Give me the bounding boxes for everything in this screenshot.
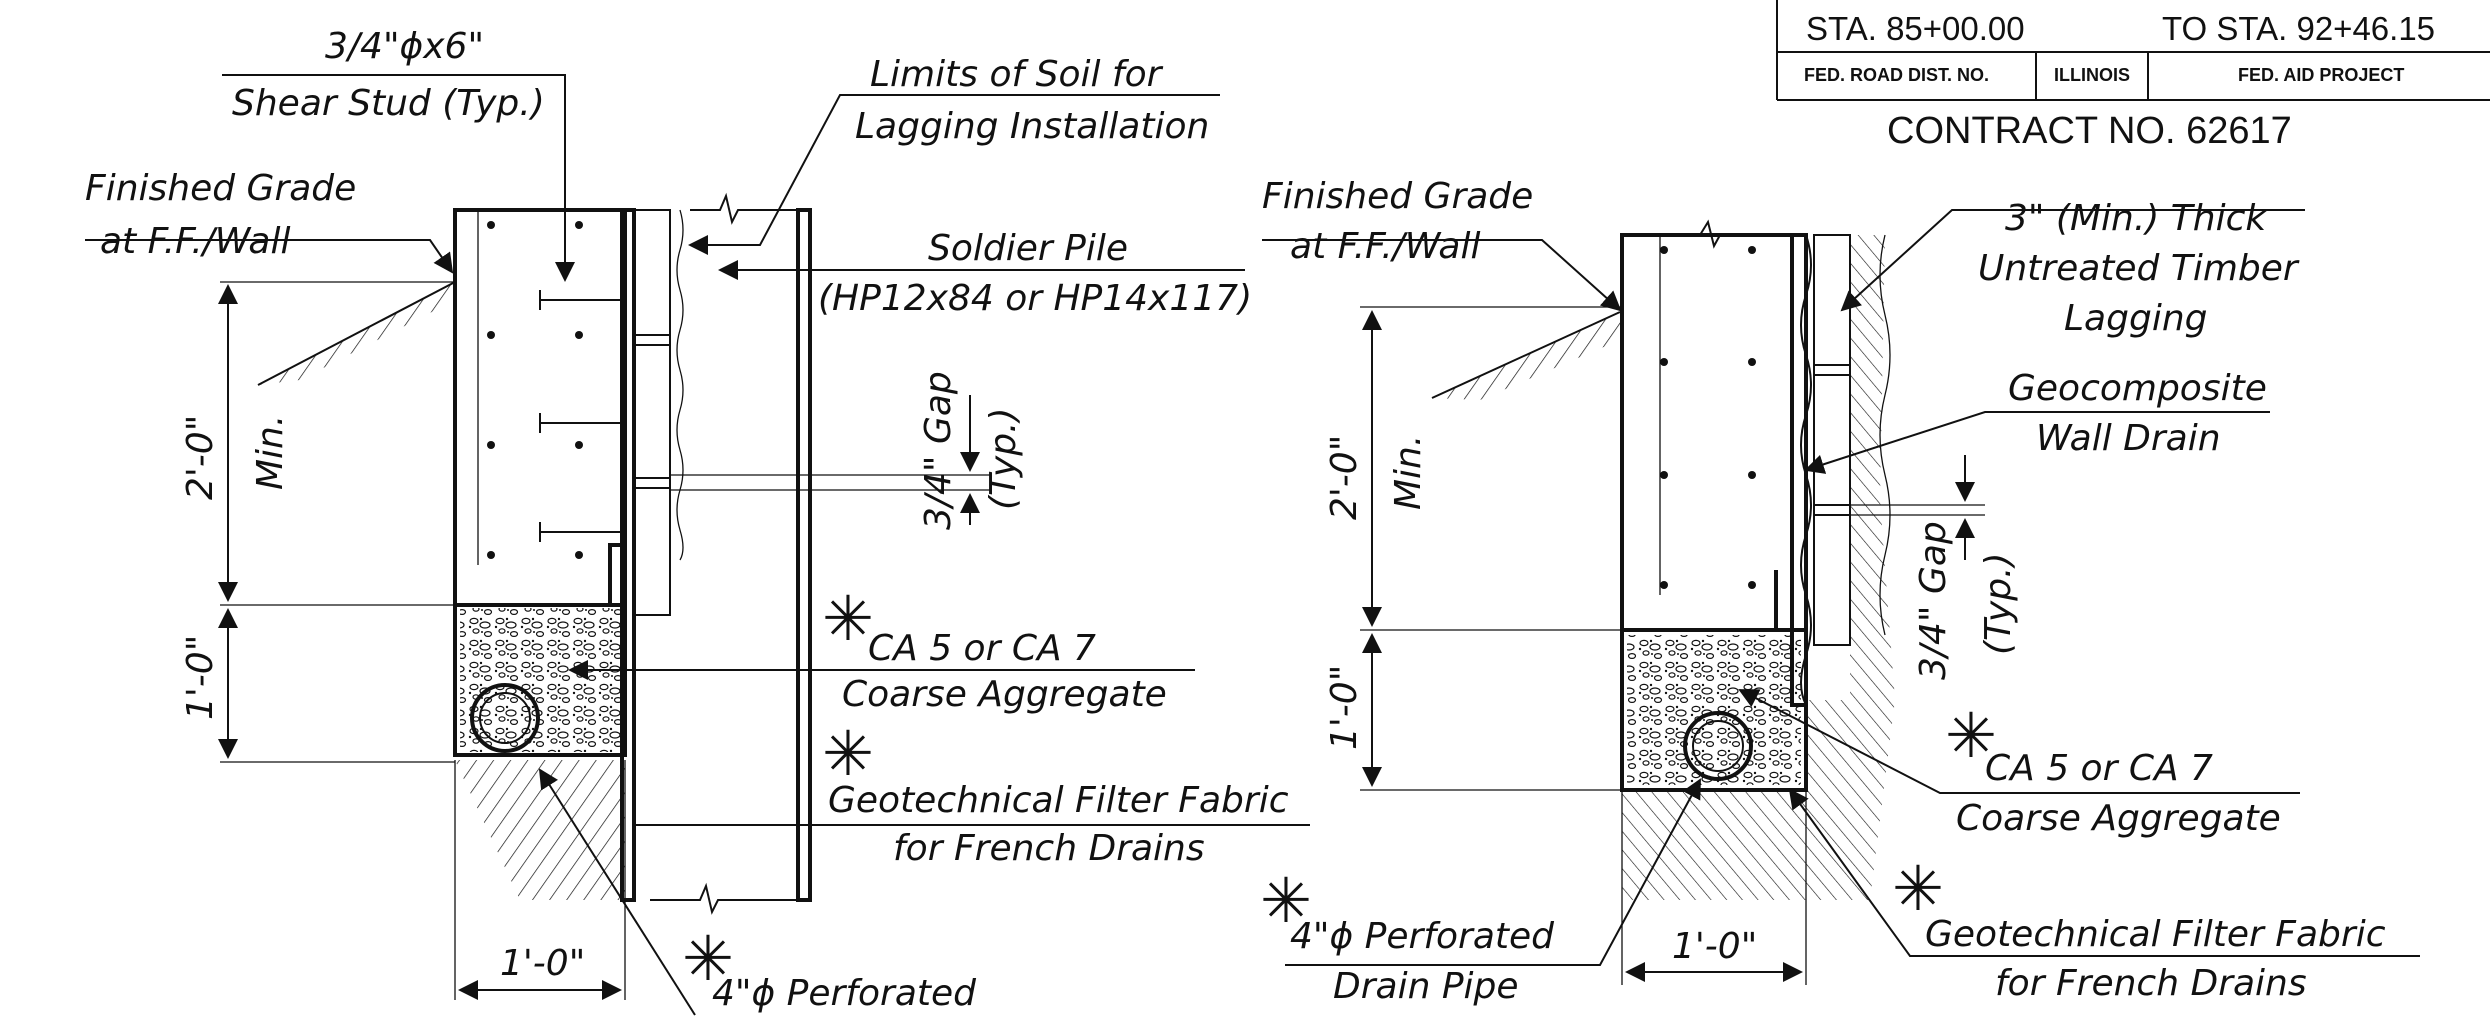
left-timber-lagging — [633, 209, 671, 616]
right-aggregate-asterisk: ✳ — [1945, 699, 1997, 772]
left-gap-label-1: 3/4" Gap — [918, 371, 959, 530]
left-aggregate-asterisk: ✳ — [822, 582, 874, 655]
left-shear-stud-label: Shear Stud (Typ.) — [232, 83, 545, 124]
left-soldier-pile-2: (HP12x84 or HP14x117) — [818, 278, 1252, 319]
contract-number: CONTRACT NO. 62617 — [1887, 110, 2292, 152]
left-dim-two-ft: 2'-0" — [180, 415, 221, 500]
title-block: STA. 85+00.00 TO STA. 92+46.15 FED. ROAD… — [1776, 0, 2490, 152]
right-aggregate-label-2: Coarse Aggregate — [1956, 798, 2281, 839]
left-limits-label-2: Lagging Installation — [855, 106, 1209, 147]
left-fabric-asterisk: ✳ — [822, 717, 874, 790]
right-lagging-label-2: Untreated Timber — [1978, 248, 2300, 289]
left-pipe-label-1: 4"ϕ Perforated — [712, 973, 977, 1014]
left-limits-label-1: Limits of Soil for — [870, 54, 1164, 95]
right-fabric-asterisk: ✳ — [1892, 852, 1944, 925]
right-drain-pipe — [1683, 711, 1753, 781]
left-dim-min: Min. — [250, 415, 291, 490]
right-gap-label-1: 3/4" Gap — [1913, 521, 1954, 680]
right-gap-label-2: (Typ.) — [1978, 552, 2019, 655]
right-timber-lagging — [1813, 234, 1851, 646]
left-fabric-label-2: for French Drains — [893, 828, 1205, 869]
right-detail-labels: Finished Grade at F.F./Wall 3" (Min.) Th… — [1260, 176, 2386, 1007]
left-french-drain — [453, 543, 627, 757]
left-detail-labels: 3/4"ϕx6" Shear Stud (Typ.) Limits of Soi… — [85, 26, 1289, 1014]
right-pipe-label-2: Drain Pipe — [1333, 966, 1519, 1007]
state-label: ILLINOIS — [2054, 65, 2130, 85]
left-detail — [85, 74, 1310, 1016]
left-gap-label-2: (Typ.) — [983, 407, 1024, 510]
left-dim-one-ft-horizontal: 1'-0" — [500, 943, 585, 984]
left-concrete-facing — [453, 208, 627, 607]
right-aggregate-label-1: CA 5 or CA 7 — [1985, 748, 2213, 789]
right-concrete-facing — [1620, 233, 1794, 632]
right-geocomposite-label-1: Geocomposite — [2008, 368, 2267, 409]
fed-aid-project-label: FED. AID PROJECT — [2238, 65, 2404, 85]
right-fabric-label-1: Geotechnical Filter Fabric — [1925, 914, 2386, 955]
right-dim-one-ft-vertical: 1'-0" — [1324, 665, 1365, 750]
right-fabric-label-2: for French Drains — [1995, 963, 2307, 1004]
right-dim-min: Min. — [1388, 435, 1429, 510]
left-soldier-pile-1: Soldier Pile — [928, 228, 1128, 269]
left-aggregate-label-1: CA 5 or CA 7 — [868, 628, 1096, 669]
right-dim-one-ft-horizontal: 1'-0" — [1672, 926, 1757, 967]
left-shear-stud-size: 3/4"ϕx6" — [325, 26, 484, 67]
left-pipe-asterisk: ✳ — [682, 922, 734, 995]
left-finished-grade-1: Finished Grade — [85, 168, 356, 209]
right-detail — [1262, 209, 2420, 985]
left-dim-one-ft-vertical: 1'-0" — [180, 635, 221, 720]
station-end: TO STA. 92+46.15 — [2162, 10, 2435, 47]
right-pipe-asterisk: ✳ — [1260, 864, 1312, 937]
right-geocomposite-label-2: Wall Drain — [2036, 418, 2221, 459]
left-finished-grade-2: at F.F./Wall — [100, 221, 290, 262]
right-dim-two-ft: 2'-0" — [1324, 435, 1365, 520]
right-lagging-label-3: Lagging — [2064, 298, 2208, 339]
left-drain-pipe — [470, 683, 540, 753]
right-geocomposite-drain — [1800, 234, 1812, 706]
fed-road-dist-label: FED. ROAD DIST. NO. — [1804, 65, 1989, 85]
right-lagging-label-1: 3" (Min.) Thick — [2005, 198, 2268, 239]
right-pipe-label-1: 4"ϕ Perforated — [1290, 916, 1555, 957]
right-finished-grade-2: at F.F./Wall — [1290, 226, 1480, 267]
left-aggregate-label-2: Coarse Aggregate — [842, 674, 1167, 715]
left-fabric-label-1: Geotechnical Filter Fabric — [828, 780, 1289, 821]
station-start: STA. 85+00.00 — [1806, 10, 2025, 47]
right-finished-grade-1: Finished Grade — [1262, 176, 1533, 217]
